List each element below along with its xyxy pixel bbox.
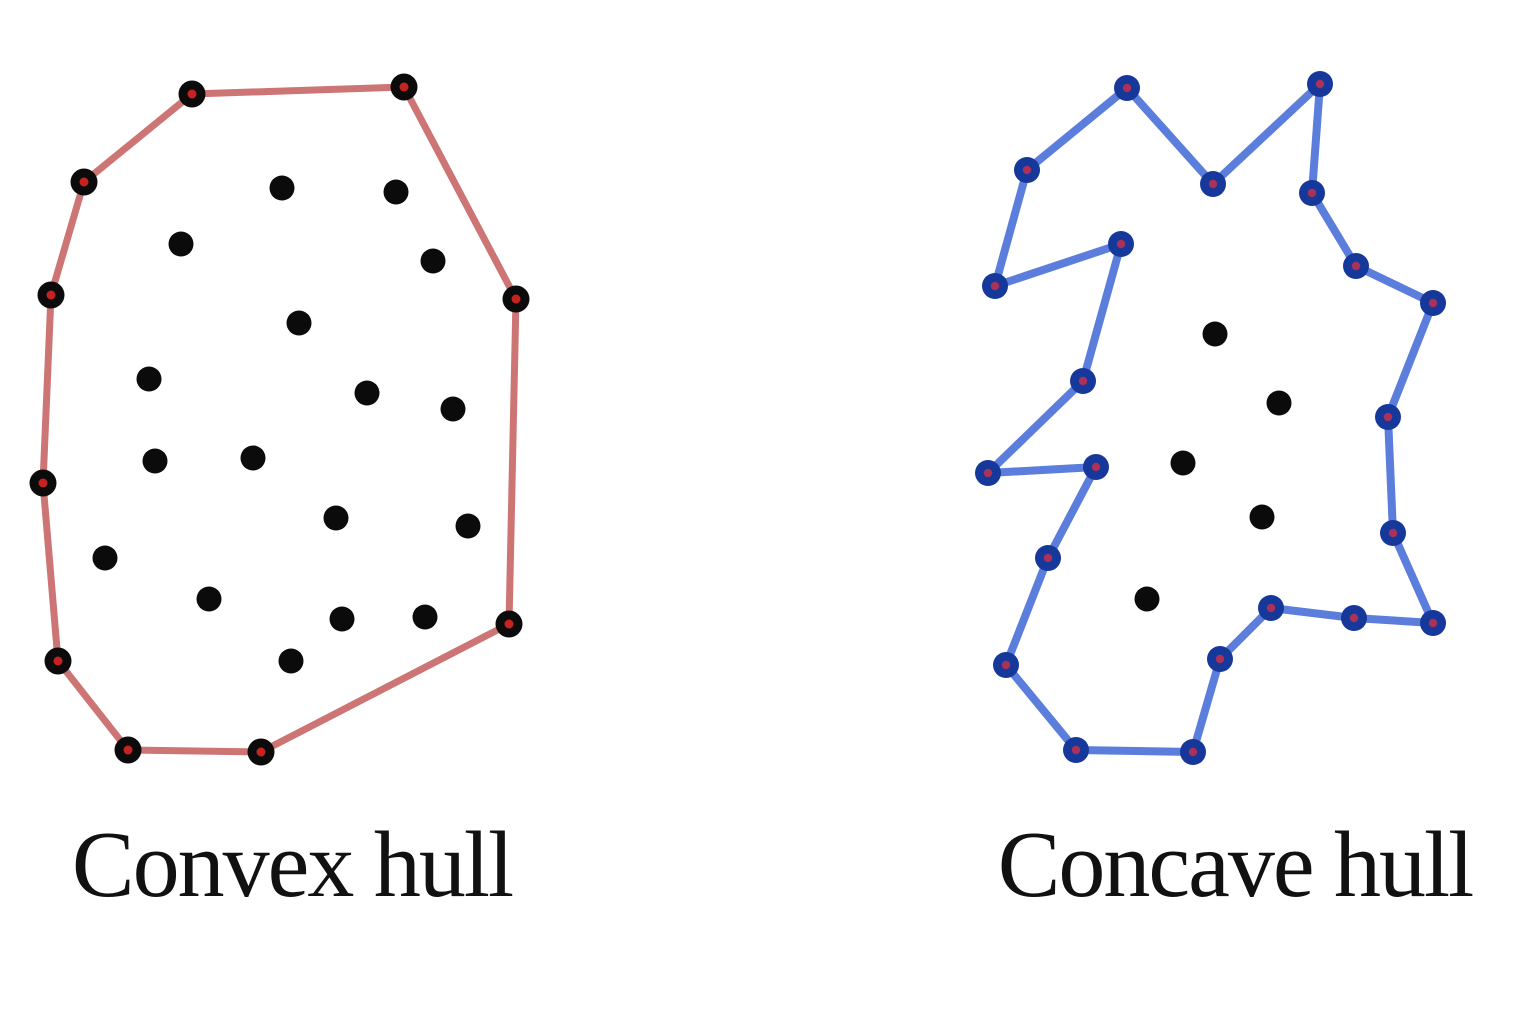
convex-hull-vertex-center [399,82,409,92]
concave-hull-vertex-center [1188,747,1198,757]
concave-hull-vertex-center [1116,239,1126,249]
concave-hull-vertex-center [1351,261,1361,271]
convex-interior-point-dot [323,505,349,531]
convex-hull-vertex-center [256,747,266,757]
convex-interior-point-dot [412,604,438,630]
convex-interior-point-dot [168,231,194,257]
convex-interior-point-dot [383,179,409,205]
convex-interior-point-dot [420,248,446,274]
convex-interior-point-dot [455,513,481,539]
concave-hull-vertex-center [983,468,993,478]
concave-hull-vertex-center [1022,165,1032,175]
concave-hull-figure [975,71,1446,765]
concave-hull-vertex-center [1091,462,1101,472]
concave-interior-point-dot [1170,450,1196,476]
concave-hull-vertex-center [1001,660,1011,670]
concave-interior-point-dot [1134,586,1160,612]
convex-interior-point-dot [142,448,168,474]
convex-interior-point-dot [136,366,162,392]
concave-hull-vertex-center [1388,528,1398,538]
concave-interior-point-dot [1249,504,1275,530]
convex-hull-vertex-center [79,177,89,187]
concave-hull-vertex-center [1122,83,1132,93]
convex-hull-label: Convex hull [71,813,514,917]
concave-interior-point-dot [1202,321,1228,347]
concave-hull-vertex-center [1349,613,1359,623]
concave-hull-vertex-center [1078,376,1088,386]
concave-hull-vertex-center [1307,188,1317,198]
concave-hull-vertex-center [1043,553,1053,563]
convex-hull-vertex-center [187,89,197,99]
concave-hull-vertex-center [1428,298,1438,308]
convex-hull-vertex-center [38,478,48,488]
concave-hull-vertex-center [1428,618,1438,628]
convex-hull-vertex-center [53,656,63,666]
convex-interior-point-dot [196,586,222,612]
convex-hull-vertex-center [46,290,56,300]
convex-interior-point-dot [278,648,304,674]
convex-interior-point-dot [354,380,380,406]
convex-interior-point-dot [286,310,312,336]
concave-hull-vertex-center [990,281,1000,291]
convex-interior-point-dot [440,396,466,422]
convex-hull-figure [29,73,530,766]
concave-hull-vertex-center [1071,745,1081,755]
concave-hull-vertex-center [1215,654,1225,664]
concave-hull-vertex-center [1383,412,1393,422]
convex-hull-vertex-center [123,745,133,755]
convex-hull-vertex-center [504,619,514,629]
concave-hull-label: Concave hull [997,813,1475,917]
concave-hull-vertex-center [1208,179,1218,189]
convex-hull-vertex-center [511,294,521,304]
convex-interior-point-dot [269,175,295,201]
convex-interior-point-dot [92,545,118,571]
convex-interior-point-dot [329,606,355,632]
concave-hull-vertex-center [1315,79,1325,89]
concave-interior-point-dot [1266,390,1292,416]
convex-interior-point-dot [240,445,266,471]
concave-hull-vertex-center [1266,603,1276,613]
